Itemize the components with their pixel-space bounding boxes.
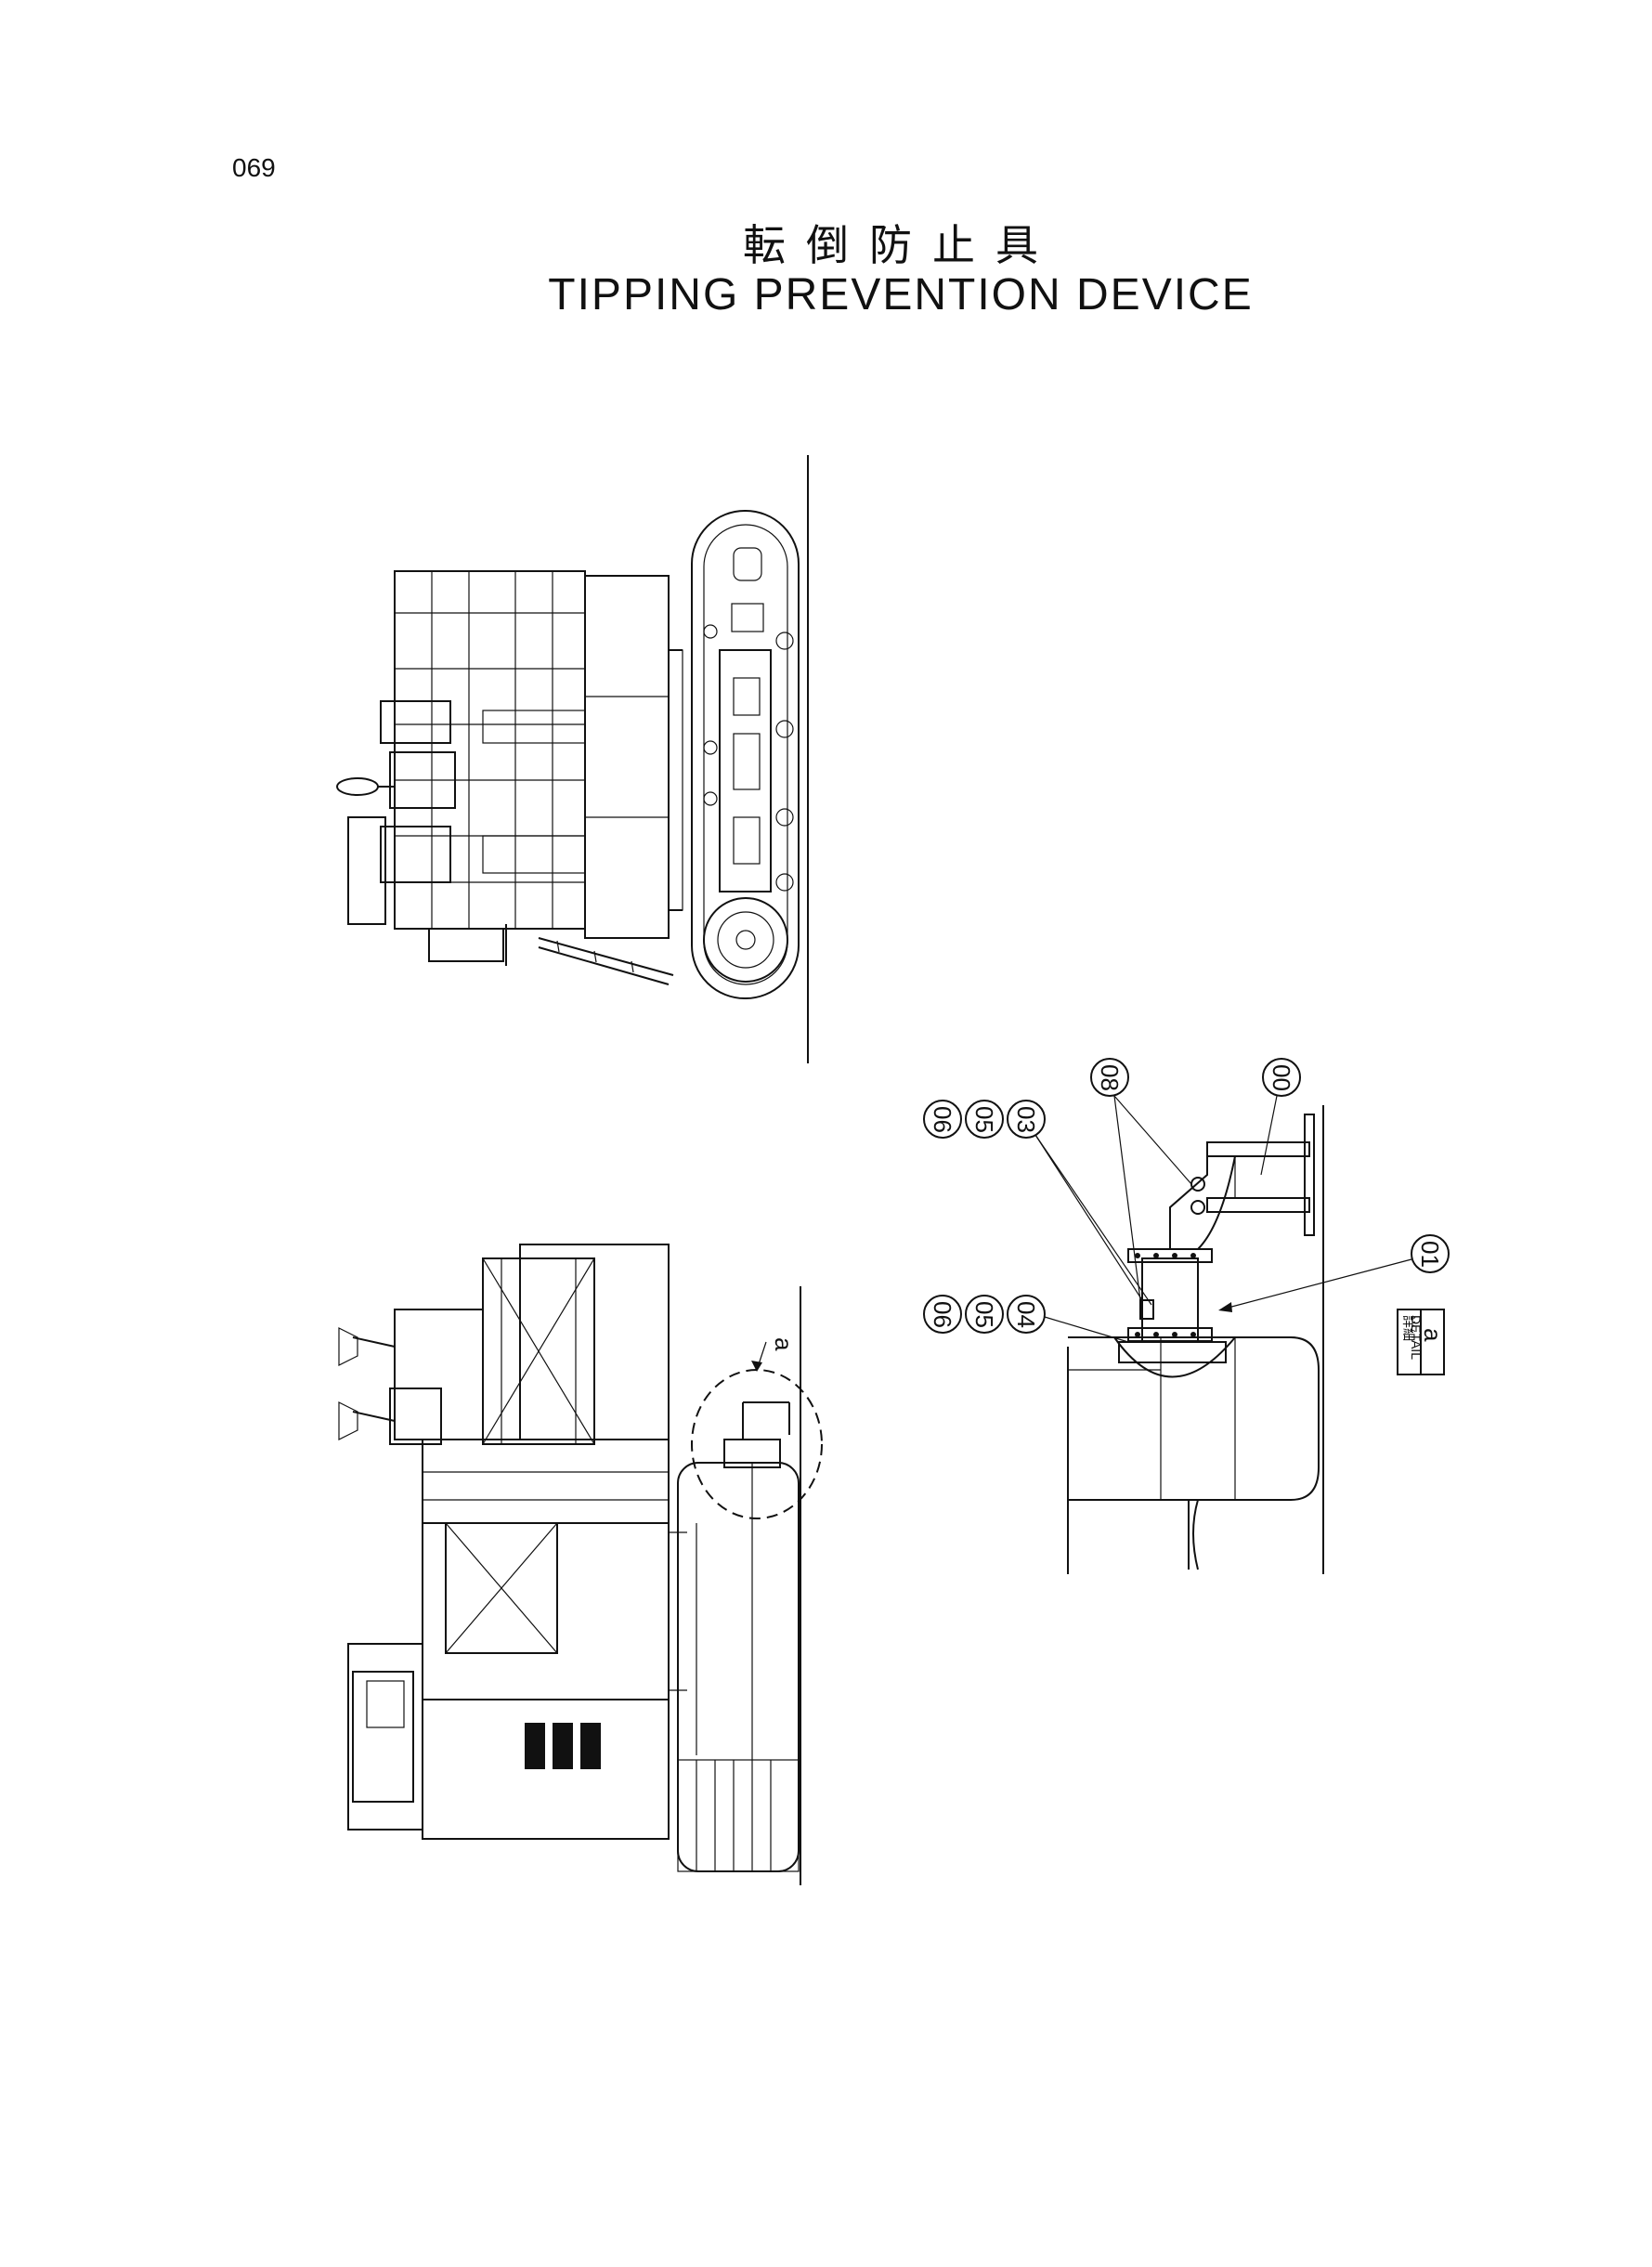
svg-text:DETAIL: DETAIL [1409, 1315, 1424, 1360]
exhaust-stack [336, 777, 379, 796]
detail-a-view: 00 01 08 06 05 03 06 [923, 1058, 1450, 1574]
svg-text:a: a [1419, 1328, 1447, 1342]
base-flange [1118, 1341, 1227, 1363]
crawler-shoe [1068, 1336, 1320, 1501]
body-middle [422, 1522, 670, 1700]
vent [553, 1723, 573, 1769]
callout-08: 08 [1090, 1058, 1192, 1301]
title-english: TIPPING PREVENTION DEVICE [548, 270, 1254, 319]
upper-structure-body [584, 575, 670, 939]
svg-text:04: 04 [1012, 1301, 1040, 1328]
detail-a-label: 詳細 DETAIL a [1397, 1309, 1447, 1375]
callout-01: 01 [1218, 1234, 1450, 1312]
svg-text:01: 01 [1416, 1241, 1444, 1268]
detail-a-circle [691, 1369, 823, 1519]
engine-hood [422, 1699, 670, 1840]
detail-a-ref: a [770, 1337, 798, 1351]
callout-03-05-06-upper: 06 05 03 [923, 1100, 1152, 1306]
title-japanese: 転倒防止具 [743, 220, 1059, 270]
cab-grid [394, 570, 586, 930]
svg-text:05: 05 [970, 1106, 998, 1133]
callout-04-05-06-lower: 06 05 04 [923, 1295, 1129, 1343]
crawler-track-outline [691, 510, 800, 999]
machine-side-view: a [338, 1244, 823, 1885]
machine-rear-view [336, 455, 809, 1063]
svg-text:05: 05 [970, 1301, 998, 1328]
svg-text:00: 00 [1268, 1064, 1295, 1091]
vent [580, 1723, 601, 1769]
svg-text:03: 03 [1012, 1106, 1040, 1133]
svg-text:06: 06 [929, 1301, 956, 1328]
vent [525, 1723, 545, 1769]
svg-text:06: 06 [929, 1106, 956, 1133]
svg-text:詳細: 詳細 [1401, 1315, 1416, 1341]
page-number: 069 [232, 153, 276, 182]
sprocket-wheel [703, 897, 788, 983]
socket-arc [1113, 1336, 1236, 1378]
callout-00: 00 [1260, 1058, 1301, 1176]
svg-text:08: 08 [1096, 1064, 1124, 1091]
